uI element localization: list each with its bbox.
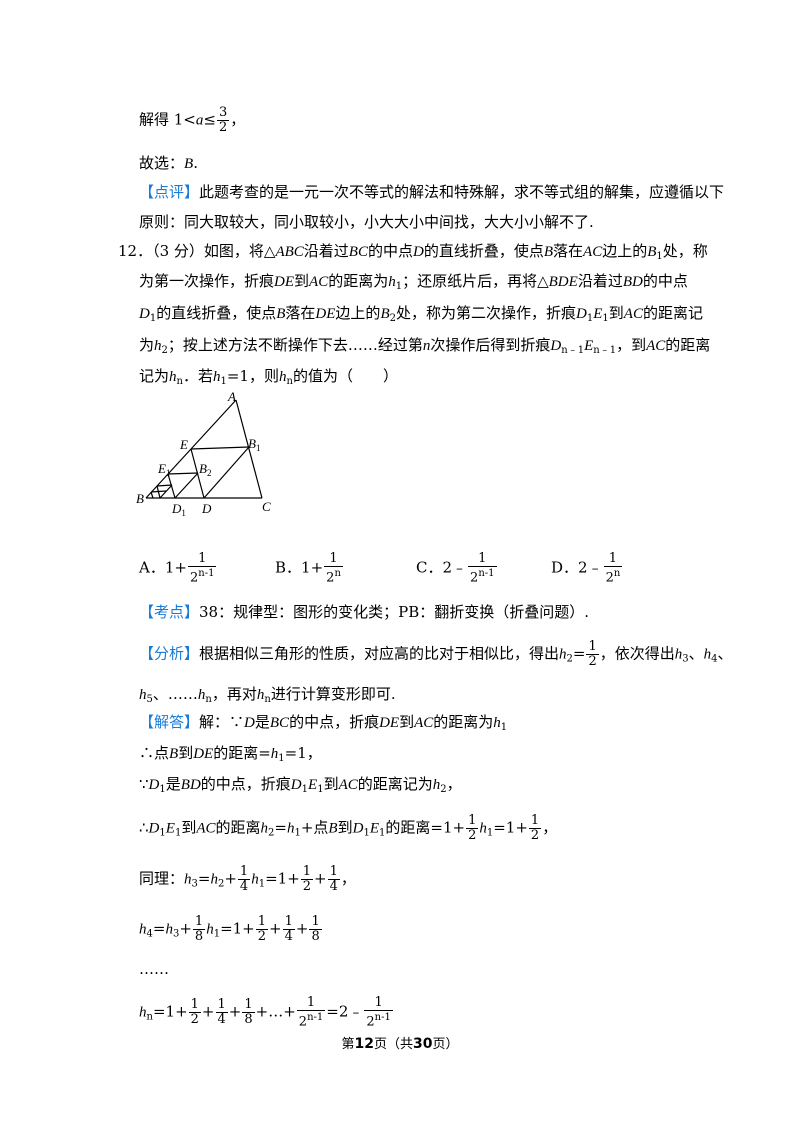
segment-DB1 [203, 446, 250, 499]
label-D1: D1 [171, 501, 186, 518]
step-1: ∴点B到DE的距离=h1=1， [139, 744, 322, 764]
kaodian-tag: 【考点】 [139, 603, 200, 621]
label-B: B [136, 491, 144, 506]
step-2: ∵D1是BD的中点，折痕D1E1到AC的距离记为h2， [139, 775, 462, 795]
edge-AC [235, 399, 263, 499]
small-fold-5 [150, 490, 167, 493]
question-12-line-2: 为第一次操作，折痕DE到AC的距离为h1；还原纸片后，再将△BDE沿着过BD的中… [139, 272, 688, 292]
jieda-line: 【解答】解：∵D是BC的中点，折痕DE到AC的距离为h1 [139, 713, 508, 733]
question-12-line-4: 为h2；按上述方法不断操作下去……经过第n次操作后得到折痕Dn﹣1En﹣1，到A… [139, 336, 711, 356]
small-fold-2 [156, 484, 173, 487]
page-footer: 第12页（共30页） [341, 1036, 459, 1052]
label-D: D [201, 501, 212, 516]
kaodian-line: 【考点】38：规律型：图形的变化类；PB：翻折变换（折叠问题）. [139, 603, 589, 621]
small-fold-4 [150, 491, 154, 499]
label-B1: B1 [248, 436, 260, 453]
jieda-tag: 【解答】 [139, 713, 200, 731]
question-12-line-5: 记为hn．若h1=1，则hn的值为（ ） [139, 367, 398, 387]
comment-tag: 【点评】 [139, 183, 200, 201]
comment-line-2: 原则：同大取较大，同小取较小，小大大小中间找，大大小小解不了. [139, 213, 594, 231]
question-12-line-3: D1的直线折叠，使点B落在DE边上的B2处，称为第二次操作，折痕D1E1到AC的… [139, 304, 703, 324]
fenxi-tag: 【分析】 [139, 644, 200, 663]
label-E: E [179, 437, 188, 452]
segment-E1B2 [167, 472, 199, 475]
total-pages: 30 [413, 1036, 433, 1052]
segment-D1B2 [174, 472, 199, 499]
fenxi-line-2: h5、……hn，再对hn进行计算变形即可. [139, 685, 396, 705]
label-C: C [262, 499, 271, 514]
answer-line: 故选：B. [139, 154, 198, 172]
page-number: 12 [354, 1036, 374, 1052]
segment-EB1 [190, 446, 250, 450]
label-A: A [227, 389, 236, 404]
geometry-figure: A B C D E B1 B2 E1 D1 [136, 389, 271, 518]
question-12-line-1: 12．（3 分）如图，将△ABC沿着过BC的中点D的直线折叠，使点B落在AC边上… [118, 242, 708, 262]
label-E1: E1 [157, 461, 170, 478]
step-ellipsis: …… [139, 960, 169, 978]
label-B2: B2 [199, 461, 211, 478]
comment-line-1: 【点评】此题考查的是一元一次不等式的解法和特殊解，求不等式组的解集，应遵循以下 [139, 183, 725, 201]
